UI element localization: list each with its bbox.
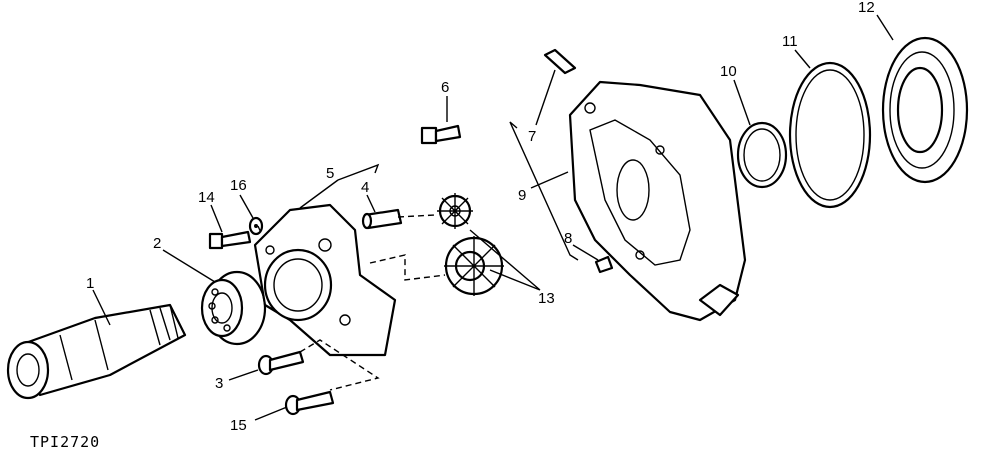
callout-1: 1 <box>86 275 94 292</box>
callout-15: 15 <box>230 417 247 434</box>
part-8-pin <box>594 255 614 274</box>
part-4-pin <box>361 208 403 230</box>
callout-7: 7 <box>528 128 536 145</box>
callout-5: 5 <box>326 165 334 182</box>
callout-9: 9 <box>518 187 526 204</box>
callout-13: 13 <box>538 290 555 307</box>
part-16-washer <box>248 216 264 236</box>
callout-12: 12 <box>858 0 875 16</box>
part-15-screw <box>284 390 335 416</box>
part-2-bearing <box>200 270 267 346</box>
part-13-gears <box>437 193 504 296</box>
alignment-lines <box>257 214 446 391</box>
callout-2: 2 <box>153 235 161 252</box>
callout-6: 6 <box>441 79 449 96</box>
callout-10: 10 <box>720 63 737 80</box>
part-12-seal <box>881 36 969 184</box>
part-3-screw <box>257 350 305 376</box>
part-9-cover <box>568 80 747 322</box>
callout-8: 8 <box>564 230 572 247</box>
callout-11: 11 <box>782 33 798 50</box>
callout-14: 14 <box>198 189 215 206</box>
callout-3: 3 <box>215 375 223 392</box>
part-11-gasket <box>788 61 872 209</box>
leader-lines <box>92 14 894 421</box>
part-5-pump-body <box>253 203 397 357</box>
part-1-shaft <box>6 303 187 400</box>
figure-reference: TPI2720 <box>30 433 100 451</box>
part-10-seal <box>736 121 788 189</box>
part-7-pin <box>543 48 577 75</box>
callout-4: 4 <box>361 179 369 196</box>
callout-16: 16 <box>230 177 247 194</box>
part-6-bolt <box>420 124 462 145</box>
callout-labels: 1 2 3 4 5 6 7 8 9 10 11 12 13 14 15 16 <box>86 0 875 434</box>
part-14-bolt <box>208 230 252 250</box>
